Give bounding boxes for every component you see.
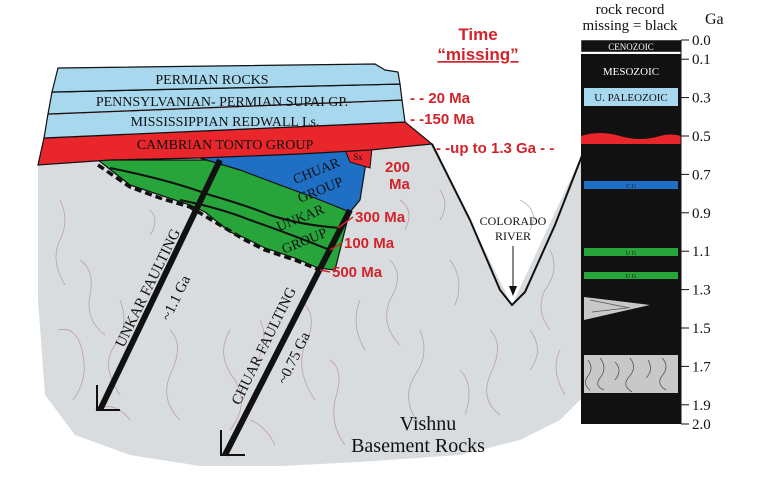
column-cenozoic-label: CENOZOIC xyxy=(608,42,654,52)
unkar-top-gap-label: 300 Ma xyxy=(355,209,406,226)
column-tick-label: 0.3 xyxy=(692,91,711,107)
river-label-1: COLORADO xyxy=(480,214,547,228)
column-tick-label: 1.3 xyxy=(692,283,711,299)
unkar-bedding xyxy=(109,167,341,251)
supai-label: PENNSYLVANIAN- PERMIAN SUPAI GP. xyxy=(96,95,348,110)
column-unkar-upper-label: U G xyxy=(626,251,637,257)
column-tick-label: 1.5 xyxy=(692,321,711,337)
column-chuar-label: C G xyxy=(626,184,637,190)
river-arrow xyxy=(509,246,517,296)
column-unkar-upper xyxy=(584,248,678,256)
column-paleozoic-label: U. PALEOZOIC xyxy=(594,92,668,104)
column-basement-texture xyxy=(585,299,667,393)
column-chuar xyxy=(584,181,678,189)
unconformity-dashes xyxy=(97,163,321,272)
vishnu-basement xyxy=(38,144,585,466)
rock-record-column: rock record missing = black Ga xyxy=(580,2,724,433)
canyon-outline xyxy=(431,143,586,307)
column-mesozoic-label: MESOZOIC xyxy=(603,66,659,78)
column-tick-label: 0.7 xyxy=(692,167,711,183)
chuar-fault xyxy=(220,208,353,457)
column-tick-label: 1.1 xyxy=(692,244,711,260)
column-tick-label: 2.0 xyxy=(692,417,711,433)
supai-gap-label: - - 20 Ma xyxy=(410,90,471,107)
cross-section xyxy=(37,63,586,466)
sixtymile-label: Sx xyxy=(353,152,363,162)
permian-label: PERMIAN ROCKS xyxy=(155,73,268,88)
chuar-gap-label-1: 200 xyxy=(385,159,410,176)
time-missing-title-2: “missing” xyxy=(437,45,518,64)
column-unkar-lower-label: U G xyxy=(626,274,637,280)
column-tick-label: 1.9 xyxy=(692,398,711,414)
basement-texture xyxy=(55,189,566,446)
column-tick-label: 1.7 xyxy=(692,359,711,375)
permian-layer xyxy=(51,63,401,93)
column-tick-label: 0.1 xyxy=(692,52,711,68)
tonto-label: CAMBRIAN TONTO GROUP xyxy=(137,138,314,153)
column-mesozoic xyxy=(581,54,681,86)
time-missing-title-1: Time xyxy=(458,25,497,44)
column-unit-label: Ga xyxy=(705,11,724,28)
river-label-2: RIVER xyxy=(495,229,531,243)
redwall-label: MISSISSIPPIAN REDWALL Ls. xyxy=(131,115,320,130)
unkar-fault xyxy=(96,158,223,412)
column-tonto xyxy=(581,133,681,144)
chuar-gap-label-2: Ma xyxy=(389,176,410,193)
column-tick-label: 0.0 xyxy=(692,33,711,49)
column-tick-label: 0.5 xyxy=(692,129,711,145)
column-title-2: missing = black xyxy=(582,18,678,34)
unkar-base-gap-label: 500 Ma xyxy=(332,264,383,281)
basement-label-1: Vishnu xyxy=(400,413,457,435)
column-intrusion-wedge xyxy=(584,297,650,320)
basement-label-2: Basement Rocks xyxy=(351,435,485,457)
column-unkar-lower xyxy=(584,272,678,279)
column-tick-group: 0.0 0.1 0.3 0.5 0.7 0.9 1.1 1.3 1.5 1.7 1.9 2.0 xyxy=(681,33,711,433)
tonto-gap-label: - -up to 1.3 Ga - - xyxy=(436,140,554,157)
column-tick-label: 0.9 xyxy=(692,206,711,222)
column-title-1: rock record xyxy=(596,2,665,18)
unkar-mid-gap-label: 100 Ma xyxy=(344,235,395,252)
column-paleozoic xyxy=(584,88,678,106)
gap-leader-lines xyxy=(319,216,354,273)
redwall-gap-label: - -150 Ma xyxy=(410,111,475,128)
